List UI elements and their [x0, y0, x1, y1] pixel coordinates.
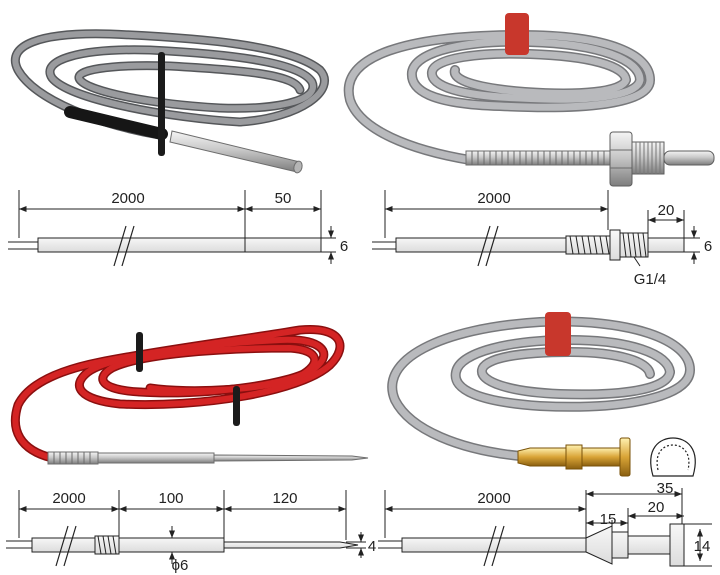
sensor-1-photo	[10, 29, 329, 174]
dim-cable-length-2: 2000	[477, 190, 510, 207]
shank-body-4	[585, 525, 613, 565]
collar-body-4	[611, 531, 629, 559]
probe-tip	[663, 150, 715, 166]
red-marker	[505, 13, 529, 55]
cable-tie-3a	[136, 332, 143, 372]
needle-body-3	[223, 541, 359, 549]
sensor-1-drawing	[8, 190, 336, 267]
dim-needle-length-3: 120	[272, 490, 297, 507]
cable-body-1	[37, 237, 246, 253]
steel-sheath	[169, 130, 301, 173]
head-body-4	[627, 535, 671, 555]
sensor-2-drawing	[372, 190, 700, 267]
cable-body-2	[395, 237, 567, 253]
cable-tie	[158, 52, 165, 156]
dim-cable-length-1: 2000	[111, 190, 144, 207]
dim-diameter-1: 6	[340, 238, 348, 255]
needle-3	[213, 454, 369, 462]
cable-body-4	[401, 537, 587, 553]
brass-collar	[565, 444, 583, 470]
red-marker-4	[545, 312, 571, 356]
dim-cable-length-4: 2000	[477, 490, 510, 507]
sensor-4-photo	[387, 312, 696, 477]
dim-shank-length-4: 15	[600, 511, 617, 528]
nut-body-2	[609, 229, 621, 261]
sleeve-body-3	[118, 537, 225, 553]
dim-needle-diameter-3: 4	[368, 538, 376, 555]
hex-nut	[609, 131, 633, 187]
sleeve-3	[97, 452, 215, 464]
heat-shrink-sleeve	[64, 106, 168, 140]
dim-head-length-4: 20	[648, 499, 665, 516]
dim-diameter-2: 6	[704, 238, 712, 255]
cable-tie-3b	[233, 386, 240, 426]
dim-sleeve-diameter-3: ϕ6	[172, 557, 189, 574]
brass-body	[581, 447, 621, 467]
dim-thread-2: G1/4	[634, 271, 667, 288]
sensor-4-drawing	[378, 488, 712, 567]
cap-profile-icon	[650, 437, 696, 477]
dim-sleeve-length-3: 100	[158, 490, 183, 507]
dim-cable-length-3: 2000	[52, 490, 85, 507]
sheath-body-1	[244, 237, 322, 253]
tip-body-2	[647, 237, 685, 253]
sensor-3-photo	[10, 324, 369, 465]
dim-head-diameter-4: 14	[694, 538, 711, 555]
brass-shank	[517, 447, 567, 467]
dim-tip-length-2: 20	[658, 202, 675, 219]
flange-body-4	[669, 523, 685, 567]
brass-flange	[619, 437, 631, 477]
dim-sheath-length-1: 50	[275, 190, 292, 207]
sensor-2-photo	[343, 13, 715, 187]
sensor-3-drawing	[6, 490, 366, 567]
